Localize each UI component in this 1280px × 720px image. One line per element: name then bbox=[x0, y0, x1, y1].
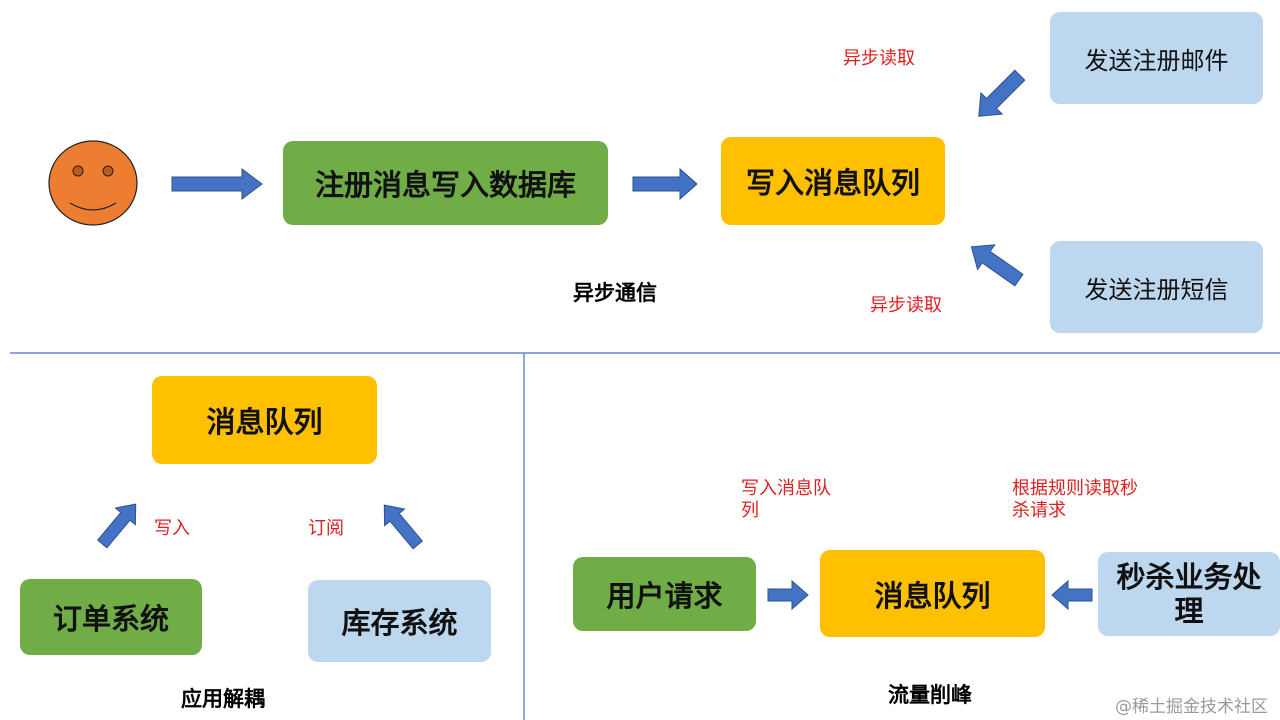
write-note: 写入 bbox=[154, 518, 190, 539]
subscribe-note: 订阅 bbox=[308, 518, 344, 539]
arrow-left-icon bbox=[1051, 579, 1093, 611]
write-queue-note-line2: 列 bbox=[741, 500, 759, 521]
decoupling-caption: 应用解耦 bbox=[181, 687, 265, 711]
send-email-label: 发送注册邮件 bbox=[1084, 46, 1229, 75]
queue-label-decoupling: 消息队列 bbox=[206, 405, 323, 439]
send-email-box: 发送注册邮件 bbox=[1050, 12, 1263, 104]
queue-label-peak: 消息队列 bbox=[874, 578, 991, 613]
seckill-processing-label: 秒杀业务处理 bbox=[1116, 560, 1262, 628]
user-smiley-icon bbox=[48, 140, 138, 226]
write-queue-box: 写入消息队列 bbox=[721, 137, 945, 225]
write-queue-note-line1: 写入消息队 bbox=[741, 478, 831, 499]
async-communication-caption: 异步通信 bbox=[573, 281, 657, 305]
arrow-right-icon bbox=[767, 579, 809, 611]
rule-read-note-line2: 杀请求 bbox=[1012, 500, 1066, 521]
arrow-right-icon bbox=[171, 168, 263, 200]
register-db-box: 注册消息写入数据库 bbox=[283, 141, 608, 225]
send-sms-label: 发送注册短信 bbox=[1084, 275, 1229, 304]
inventory-system-box: 库存系统 bbox=[308, 580, 491, 662]
async-read-note-bottom: 异步读取 bbox=[870, 295, 942, 316]
watermark: @稀土掘金技术社区 bbox=[1115, 697, 1268, 717]
arrow-diagonal-up-left-icon bbox=[383, 504, 424, 550]
inventory-system-label: 库存系统 bbox=[341, 606, 458, 640]
seckill-processing-box: 秒杀业务处理 bbox=[1098, 552, 1280, 636]
peak-shaving-caption: 流量削峰 bbox=[888, 683, 972, 707]
async-read-note-top: 异步读取 bbox=[843, 48, 915, 69]
rule-read-note: 根据规则读取秒 杀请求 bbox=[1012, 478, 1138, 522]
user-request-label: 用户请求 bbox=[606, 579, 723, 613]
arrow-diagonal-down-left-icon bbox=[978, 69, 1026, 117]
write-queue-note: 写入消息队 列 bbox=[741, 478, 831, 522]
arrow-diagonal-up-right-icon bbox=[96, 503, 137, 549]
order-system-label: 订单系统 bbox=[52, 602, 169, 636]
queue-box-decoupling: 消息队列 bbox=[152, 376, 377, 464]
send-sms-box: 发送注册短信 bbox=[1050, 241, 1263, 333]
write-queue-label: 写入消息队列 bbox=[745, 166, 920, 200]
order-system-box: 订单系统 bbox=[20, 579, 202, 655]
arrow-diagonal-up-left-icon bbox=[970, 244, 1024, 287]
arrow-right-icon bbox=[632, 167, 698, 201]
register-db-label: 注册消息写入数据库 bbox=[314, 168, 576, 202]
user-request-box: 用户请求 bbox=[573, 557, 756, 631]
queue-box-peak: 消息队列 bbox=[820, 550, 1045, 637]
rule-read-note-line1: 根据规则读取秒 bbox=[1012, 478, 1138, 499]
